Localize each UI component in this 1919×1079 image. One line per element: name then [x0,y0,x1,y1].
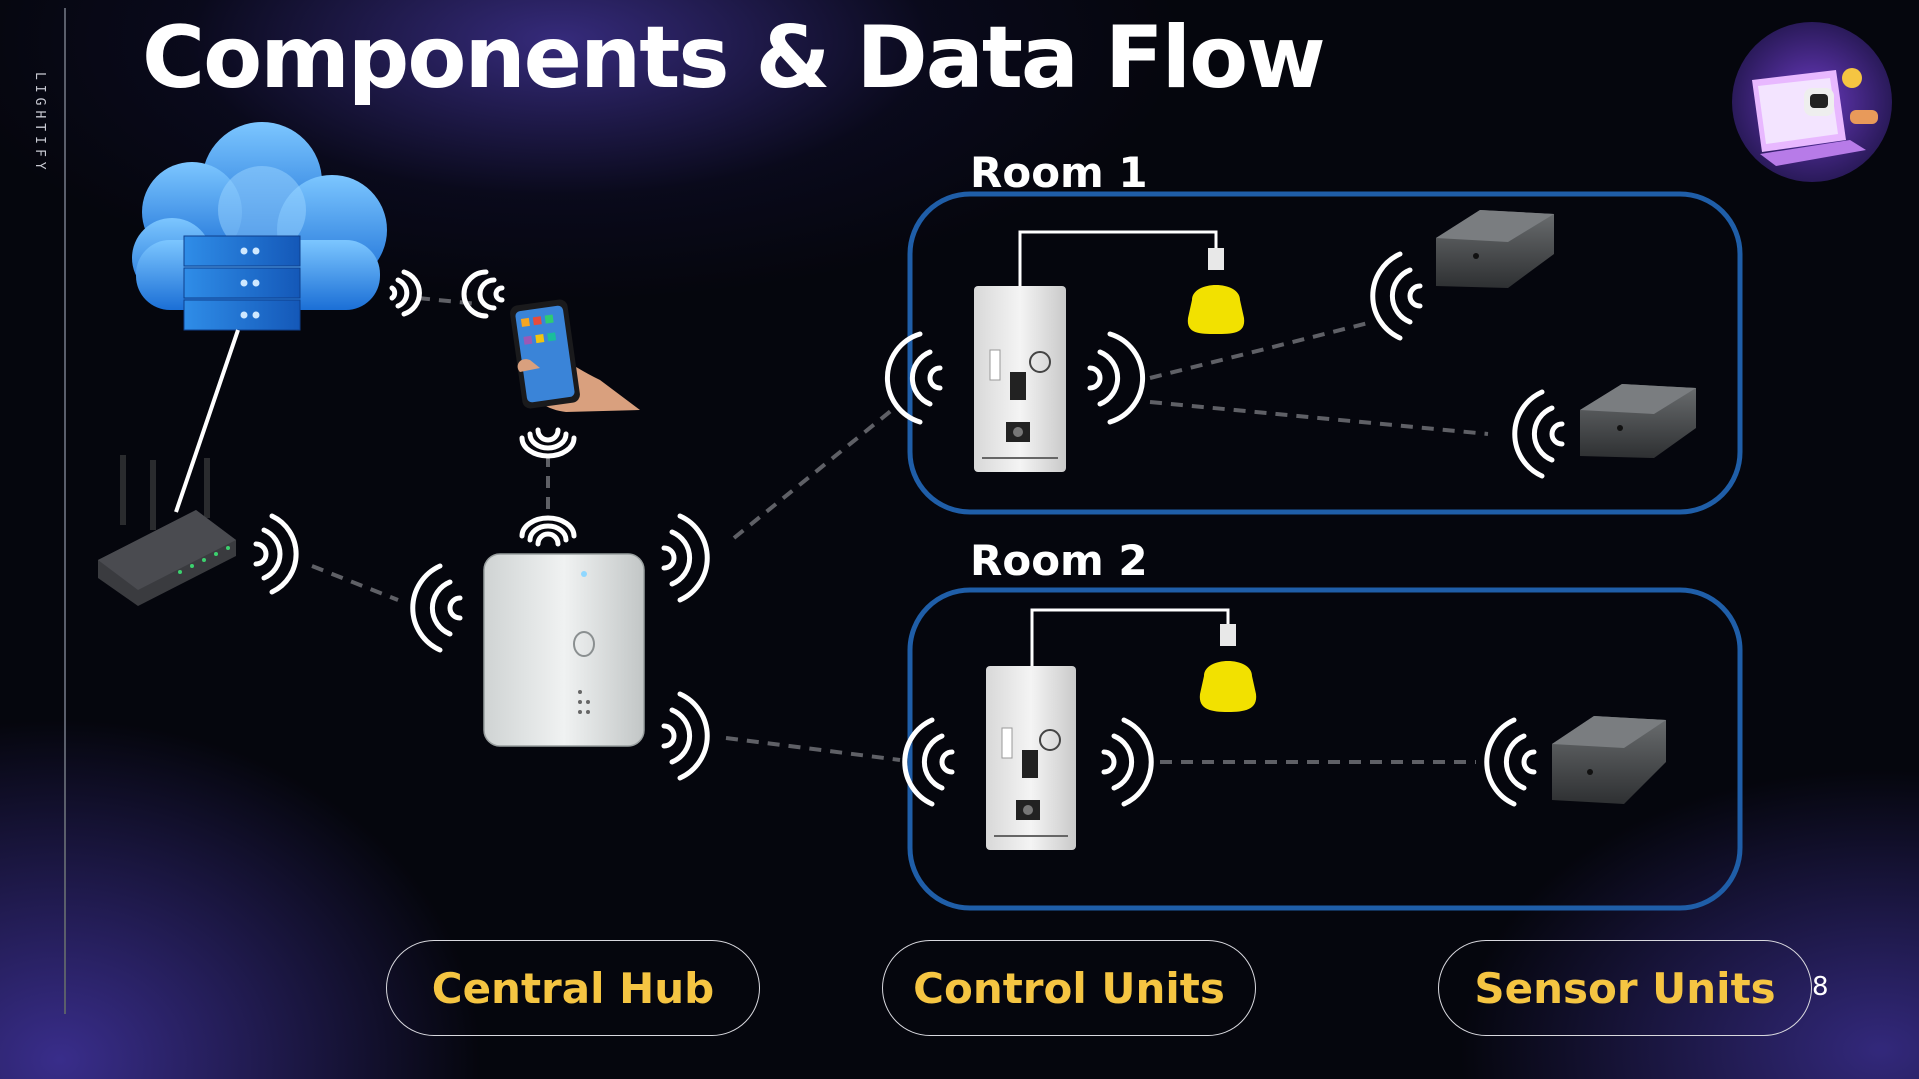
link-hub-room1 [732,408,894,540]
sensor-icon [1580,384,1696,458]
control-units-label: Control Units [882,940,1256,1036]
room-1-contents [974,210,1696,472]
room-wireless-waves [885,251,1565,807]
hub-device-icon [483,553,645,747]
room-1-box [907,191,1743,515]
control-unit-icon [974,286,1066,472]
room-2-box [907,587,1743,911]
router-icon [98,455,236,606]
link-router-hub [311,564,399,602]
link-room1-sensor1 [1149,320,1373,380]
wireless-waves [253,269,710,781]
smartphone-icon [510,299,640,412]
avatar [1732,22,1892,182]
link-hub-room2 [725,736,901,762]
light-bulb-icon [1187,248,1245,334]
link-cloud-router [174,329,240,513]
sensor-units-label: Sensor Units [1438,940,1812,1036]
room-1-label: Room 1 [970,148,1148,197]
sensor-icon [1552,716,1666,804]
page-title: Components & Data Flow [142,8,1326,108]
connection-lines [311,296,1489,764]
light-bulb-icon [1199,624,1257,712]
side-divider [64,8,66,1014]
link-cloud-phone [417,296,479,306]
link-room1-sensor2 [1149,400,1489,436]
room-2-contents [986,608,1666,850]
brand-label: LIGHTIFY [32,72,47,175]
cloud-server-icon [132,122,387,331]
sensor-icon [1436,210,1554,288]
control-unit-icon [986,666,1076,850]
page-number: 8 [1812,972,1829,1002]
room-2-label: Room 2 [970,536,1148,585]
central-hub-label: Central Hub [386,940,760,1036]
